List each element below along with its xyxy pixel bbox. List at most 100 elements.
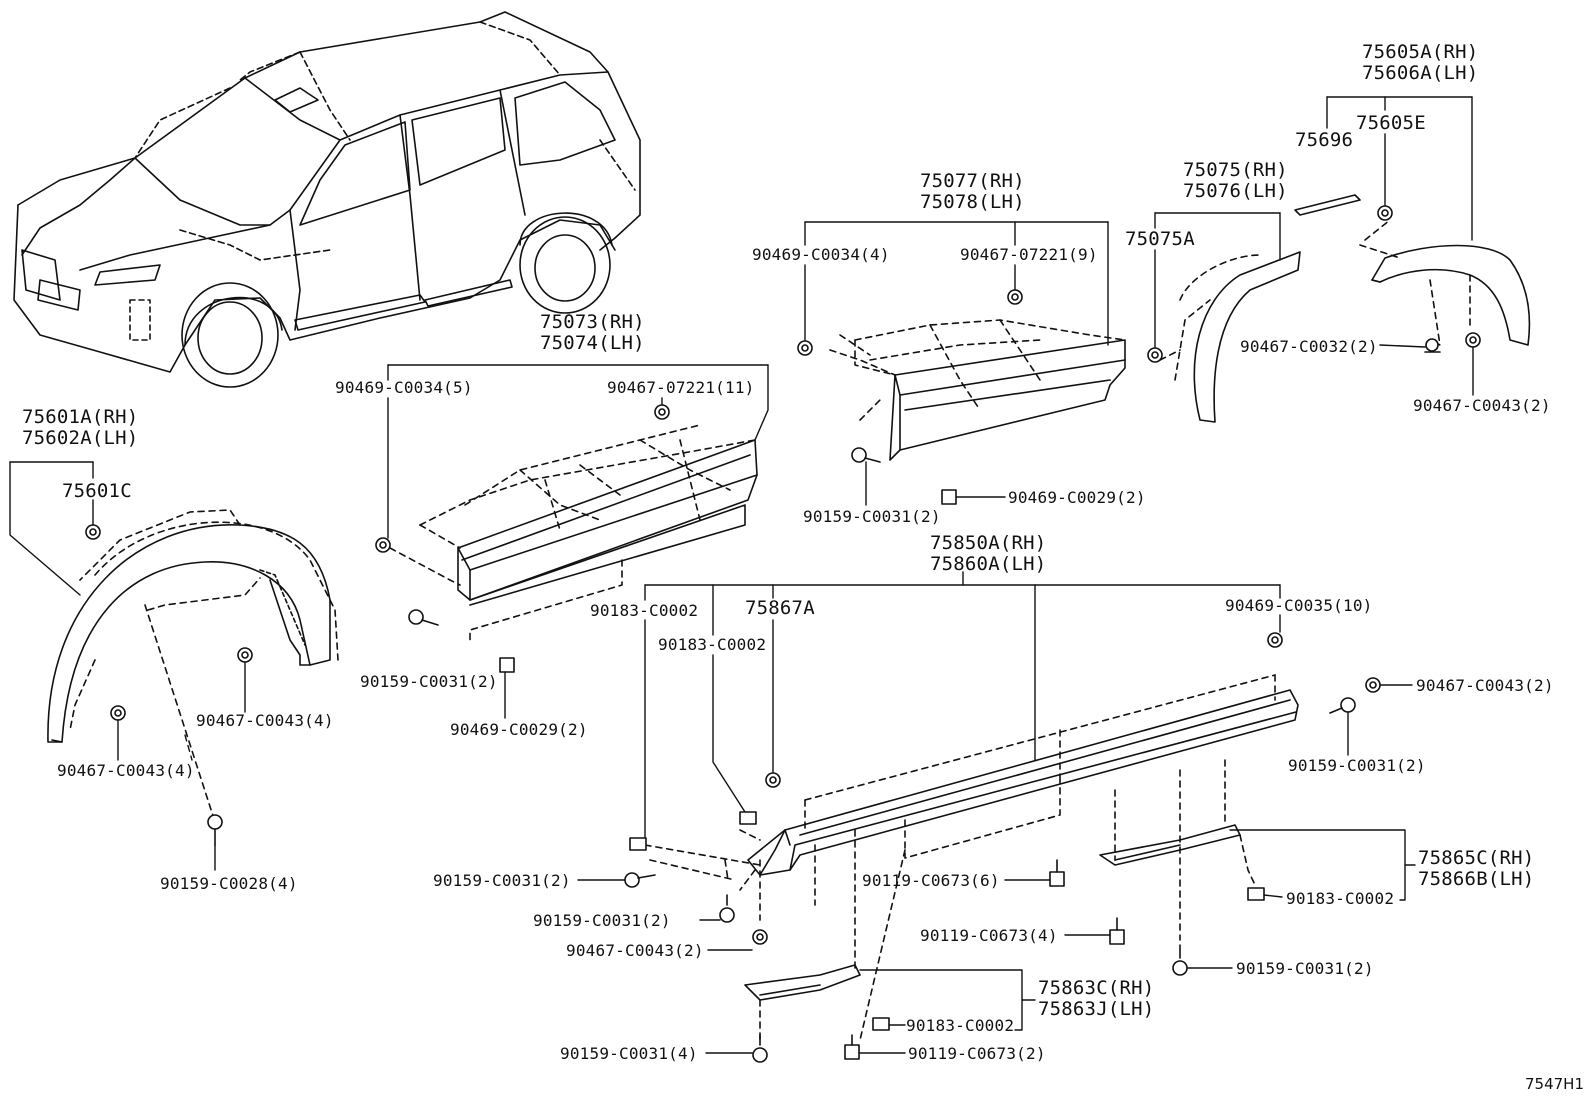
screw-90159-C0028 — [207, 814, 223, 846]
label-90467-C0043-2-r: 90467-C0043(2) — [1416, 676, 1554, 695]
screw-90159-C0031-b — [851, 447, 881, 463]
label-90183-C0002-b: 90183-C0002 — [658, 635, 767, 654]
rear-door-molding-part — [829, 319, 1126, 461]
clip-90467-C0043-r — [1365, 677, 1381, 693]
label-90467-C0043-4-b: 90467-C0043(4) — [57, 761, 195, 780]
label-75077-rh: 75077(RH) — [920, 170, 1025, 192]
label-90159-C0031-2-c: 90159-C0031(2) — [1236, 959, 1374, 978]
label-75863C-rh: 75863C(RH) — [1038, 977, 1155, 999]
label-90469-C0034-4: 90469-C0034(4) — [752, 245, 890, 264]
label-75601A: 75601A(RH) 75602A(LH) — [22, 407, 138, 449]
clip-90467-C0032 — [1424, 338, 1441, 353]
clip-75605E — [1377, 205, 1393, 221]
label-90159-C0028-4: 90159-C0028(4) — [160, 874, 298, 893]
screw-90159-C0031-4 — [752, 1034, 768, 1063]
rocker-molding-part — [644, 674, 1299, 1041]
label-90469-C0029-2-b: 90469-C0029(2) — [1008, 488, 1146, 507]
label-75860A-lh: 75860A(LH) — [930, 553, 1047, 575]
nut-90469-C0029-a — [499, 657, 515, 673]
leader-lines — [9, 96, 1474, 1054]
label-90119-C0673-6: 90119-C0673(6) — [862, 871, 1000, 890]
clip-90467-C0043-d — [237, 647, 253, 663]
vehicle-illustration — [13, 11, 641, 388]
nut-90183-C0002-d — [872, 1017, 890, 1031]
label-90159-C0031-2-l1: 90159-C0031(2) — [433, 871, 571, 890]
label-90469-C0035-10: 90469-C0035(10) — [1225, 596, 1373, 615]
label-75076-lh: 75076(LH) — [1183, 180, 1288, 202]
label-75605A-rh: 75605A(RH) — [1362, 41, 1479, 63]
label-90467-C0043-4-a: 90467-C0043(4) — [196, 711, 334, 730]
label-75073: 75073(RH) 75074(LH) — [540, 312, 645, 354]
label-90467-C0043-2-l: 90467-C0043(2) — [566, 941, 704, 960]
label-75074-lh: 75074(LH) — [540, 332, 645, 354]
front-door-molding-part — [389, 424, 758, 641]
clip-90467-C0043-e — [110, 705, 126, 721]
label-75601C: 75601C — [62, 480, 132, 502]
label-90467-07221-9: 90467-07221(9) — [960, 245, 1098, 264]
bolt-90119-C0673-6 — [1049, 859, 1065, 887]
nut-90183-C0002-a — [629, 837, 647, 851]
screw-90159-C0031-r — [1329, 697, 1356, 714]
label-90467-07221-11: 90467-07221(11) — [607, 378, 755, 397]
label-75863J-lh: 75863J(LH) — [1038, 998, 1155, 1020]
nut-90183-C0002-c — [1247, 887, 1265, 901]
label-75075: 75075(RH) 75076(LH) — [1183, 160, 1288, 202]
label-90183-C0002-c: 90183-C0002 — [1286, 889, 1395, 908]
label-75078-lh: 75078(LH) — [920, 191, 1025, 213]
label-75865C: 75865C(RH) 75866B(LH) — [1418, 848, 1534, 890]
label-75602A-lh: 75602A(LH) — [22, 427, 139, 449]
label-90467-C0032-2: 90467-C0032(2) — [1240, 337, 1378, 356]
label-75075-rh: 75075(RH) — [1183, 159, 1288, 181]
label-90159-C0031-2-l2: 90159-C0031(2) — [533, 911, 671, 930]
label-75075A: 75075A — [1125, 228, 1195, 250]
rear-arch-part — [1294, 194, 1531, 346]
nut-90183-C0002-b — [739, 811, 757, 825]
rear-arch-front-part — [1159, 251, 1301, 423]
clip-90467-07221-b — [1007, 289, 1023, 305]
clip-90469-C0035 — [1267, 632, 1283, 648]
front-arch-part — [47, 509, 339, 823]
clip-90467-C0043-l — [752, 929, 768, 945]
label-90159-C0031-2-b: 90159-C0031(2) — [803, 507, 941, 526]
label-90469-C0034-5: 90469-C0034(5) — [335, 378, 473, 397]
clip-90467-07221-a — [654, 404, 670, 420]
fasteners — [85, 205, 1481, 1063]
label-90159-C0031-2-a: 90159-C0031(2) — [360, 672, 498, 691]
nut-90469-C0029-b — [941, 489, 957, 505]
clip-90469-C0034-b — [797, 340, 813, 356]
screw-90159-C0031-l1 — [624, 872, 656, 888]
screw-90159-C0031-a — [408, 609, 439, 626]
label-75850A: 75850A(RH) 75860A(LH) — [930, 533, 1046, 575]
label-75866B-lh: 75866B(LH) — [1418, 868, 1535, 890]
label-75073-rh: 75073(RH) — [540, 311, 645, 333]
label-90119-C0673-2: 90119-C0673(2) — [908, 1044, 1046, 1063]
label-75865C-rh: 75865C(RH) — [1418, 847, 1535, 869]
screw-90159-C0031-c — [1172, 944, 1188, 976]
label-75601A-rh: 75601A(RH) — [22, 406, 139, 428]
bolt-90119-C0673-2 — [844, 1034, 860, 1060]
label-90119-C0673-4: 90119-C0673(4) — [920, 926, 1058, 945]
rocker-front-cover-part — [744, 964, 861, 1041]
clip-75601C — [85, 524, 101, 540]
label-75606A-lh: 75606A(LH) — [1362, 62, 1479, 84]
label-75605A: 75605A(RH) 75606A(LH) — [1362, 42, 1478, 84]
page-code: 7547H1 — [1525, 1075, 1584, 1093]
label-90159-C0031-4: 90159-C0031(4) — [560, 1044, 698, 1063]
rocker-rear-cover-part — [1099, 824, 1256, 886]
clip-75867A — [765, 772, 781, 788]
label-90159-C0031-2-r: 90159-C0031(2) — [1288, 756, 1426, 775]
label-90183-C0002-d: 90183-C0002 — [906, 1016, 1015, 1035]
screw-90159-C0031-l2 — [719, 894, 735, 923]
label-75850A-rh: 75850A(RH) — [930, 532, 1047, 554]
label-90467-C0043-2-c: 90467-C0043(2) — [1413, 396, 1551, 415]
label-75867A: 75867A — [745, 597, 815, 619]
label-75605E: 75605E — [1356, 112, 1426, 134]
label-90469-C0029-2-a: 90469-C0029(2) — [450, 720, 588, 739]
clip-90469-C0034-a — [375, 537, 391, 553]
clip-90467-C0043-c — [1465, 332, 1481, 348]
bolt-90119-C0673-4 — [1109, 917, 1125, 945]
label-75696: 75696 — [1295, 129, 1354, 151]
label-90183-C0002-a: 90183-C0002 — [590, 601, 699, 620]
